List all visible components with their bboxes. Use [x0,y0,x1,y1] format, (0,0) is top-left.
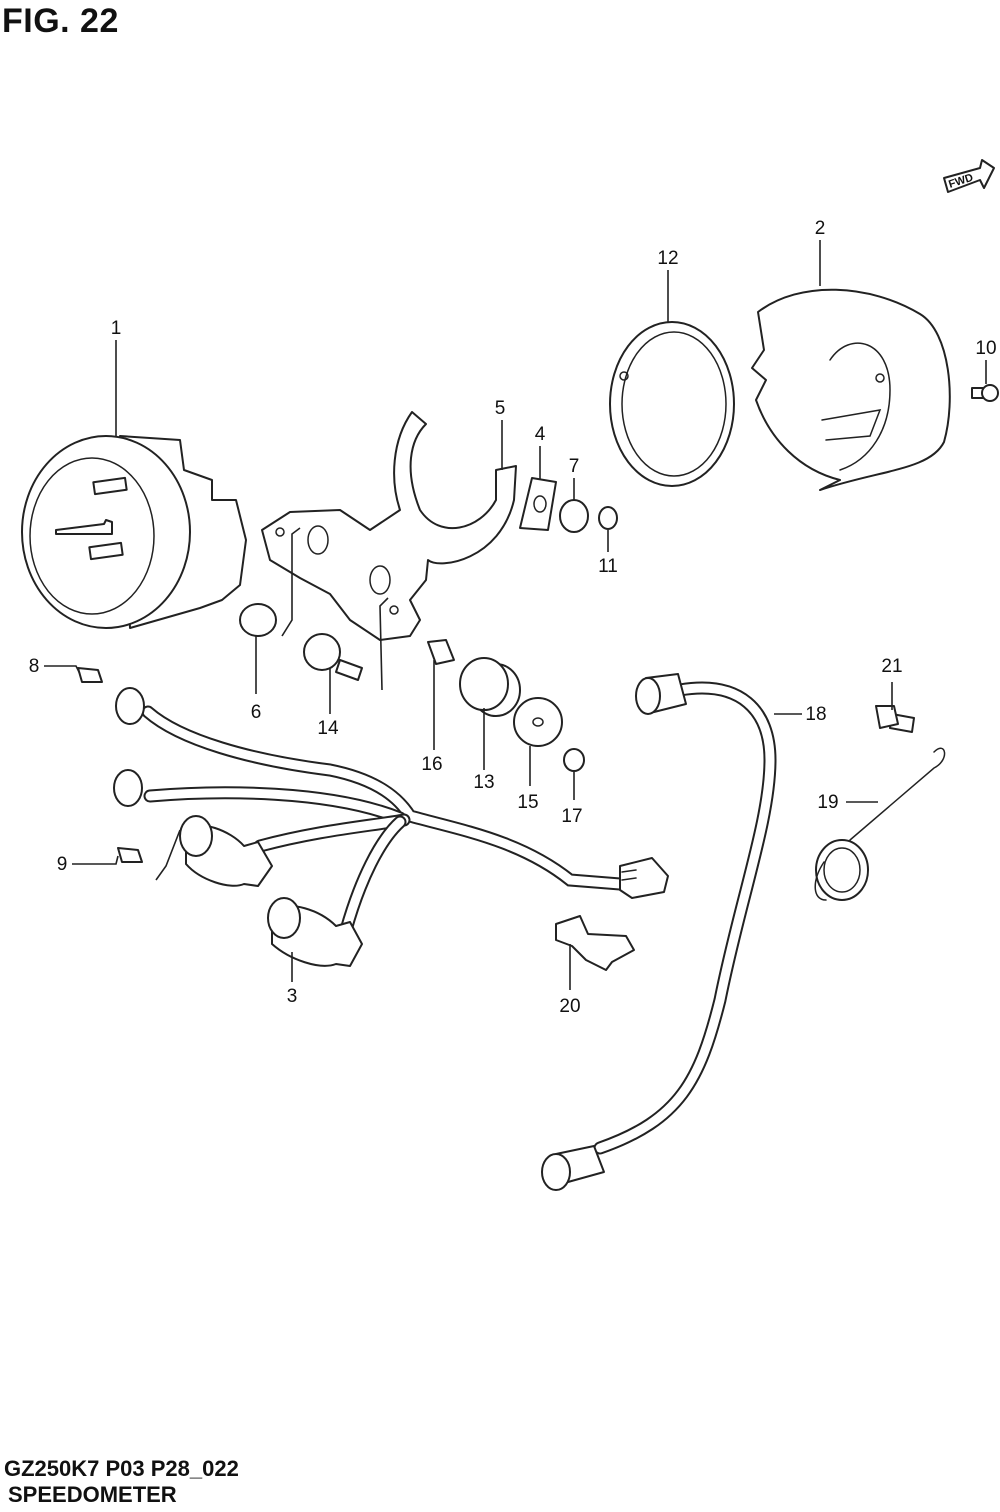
callout-labels: 1 2 3 4 5 6 7 8 9 10 11 12 13 14 15 16 1… [29,218,997,1017]
bulb-8 [77,667,103,683]
callout-5: 5 [495,398,506,419]
speedometer-case [751,288,951,491]
callout-3: 3 [287,986,298,1007]
screw-10 [971,384,999,402]
damper-4 [519,477,557,531]
bolt-14 [303,633,363,681]
bulb-16 [427,639,455,665]
callout-16: 16 [421,754,442,775]
washer-15 [513,697,563,747]
clamp-20 [555,915,635,971]
callout-11: 11 [598,556,618,577]
leader-lines [44,240,987,990]
bulb-9 [117,847,143,863]
nut-11 [598,506,618,530]
nut-17 [563,748,585,772]
callout-15: 15 [517,792,538,813]
section-name: SPEEDOMETER [8,1482,177,1507]
fwd-arrow-icon: FWD [943,159,995,193]
callout-17: 17 [561,806,582,827]
callout-20: 20 [559,996,580,1017]
spring-19 [814,747,946,901]
grommet-13 [459,657,521,717]
speedometer-cable [541,673,777,1191]
figure-title: FIG. 22 [2,2,119,40]
speedometer-ring [609,321,735,487]
meter-bracket [261,411,517,641]
wiring-harness [113,687,669,967]
callout-19: 19 [817,792,838,813]
callout-2: 2 [815,218,826,239]
bolt-21 [875,705,915,733]
callout-6: 6 [251,702,262,723]
callout-4: 4 [535,424,546,445]
callout-14: 14 [317,718,339,739]
model-code: GZ250K7 P03 P28_022 [4,1456,239,1481]
callout-1: 1 [111,318,122,339]
callout-7: 7 [569,456,580,477]
callout-12: 12 [657,248,678,269]
grommet-6 [239,603,277,637]
speedometer-gauge [21,435,247,629]
washer-7 [559,499,589,533]
callout-9: 9 [57,854,68,875]
callout-8: 8 [29,656,40,677]
callout-21: 21 [881,656,902,677]
callout-10: 10 [975,338,996,359]
callout-13: 13 [473,772,494,793]
callout-18: 18 [805,704,826,725]
